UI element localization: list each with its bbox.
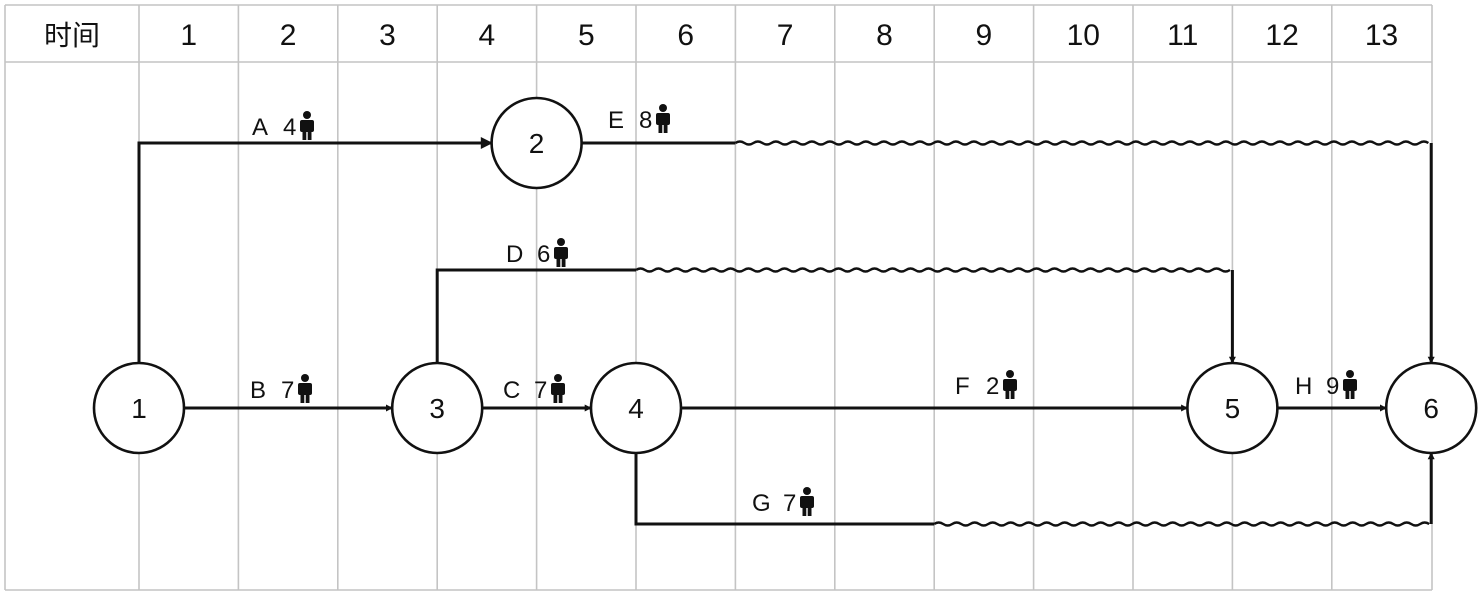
node-number: 6 bbox=[1423, 393, 1439, 424]
node-number: 3 bbox=[429, 393, 445, 424]
period-label: 11 bbox=[1167, 19, 1198, 52]
activity-line bbox=[435, 268, 636, 363]
activity-d bbox=[435, 267, 1236, 364]
period-label: 4 bbox=[479, 19, 496, 52]
event-node-1: 1 bbox=[92, 361, 186, 455]
person-icon bbox=[298, 374, 312, 403]
activity-name: H bbox=[1295, 373, 1312, 400]
person-icon bbox=[554, 238, 568, 267]
person-icon bbox=[300, 111, 314, 140]
node-circle bbox=[589, 361, 683, 455]
activity-e bbox=[581, 140, 1435, 364]
event-node-6: 6 bbox=[1384, 361, 1478, 455]
activity-workers: 7 bbox=[281, 377, 294, 404]
node-number: 1 bbox=[131, 393, 147, 424]
person-icon bbox=[551, 374, 565, 403]
activity-workers: 2 bbox=[986, 373, 999, 400]
activity-g bbox=[634, 452, 1435, 527]
node-circle bbox=[1384, 361, 1478, 455]
period-label: 5 bbox=[578, 19, 595, 52]
activity-line bbox=[137, 137, 493, 363]
person-icon bbox=[1003, 370, 1017, 399]
free-float-wave bbox=[734, 140, 1430, 146]
activity-workers: 6 bbox=[537, 241, 550, 268]
header-title: 时间 bbox=[44, 19, 100, 52]
activity-workers: 4 bbox=[283, 114, 296, 141]
node-number: 4 bbox=[628, 393, 644, 424]
node-circle bbox=[390, 361, 484, 455]
period-label: 9 bbox=[976, 19, 993, 52]
person-icon bbox=[656, 104, 670, 133]
activity-name: D bbox=[506, 241, 523, 268]
person-icon bbox=[1343, 370, 1357, 399]
activity-name: C bbox=[503, 377, 520, 404]
period-label: 12 bbox=[1265, 19, 1298, 52]
activity-arrows bbox=[137, 137, 1435, 527]
activity-line bbox=[634, 453, 935, 526]
period-label: 13 bbox=[1365, 19, 1398, 52]
period-label: 8 bbox=[876, 19, 893, 52]
period-label: 10 bbox=[1067, 19, 1100, 52]
activity-workers: 9 bbox=[1326, 373, 1339, 400]
node-circle bbox=[490, 96, 583, 190]
activity-workers: 7 bbox=[783, 490, 796, 517]
activity-name: G bbox=[752, 490, 771, 517]
period-label: 7 bbox=[777, 19, 794, 52]
period-label: 2 bbox=[280, 19, 297, 52]
activity-workers: 8 bbox=[639, 107, 652, 134]
event-nodes: 1 2 3 4 5 6 bbox=[92, 96, 1478, 455]
activity-name: A bbox=[252, 114, 268, 141]
node-number: 5 bbox=[1225, 393, 1241, 424]
activity-name: E bbox=[608, 107, 624, 134]
node-circle bbox=[92, 361, 186, 455]
activity-a bbox=[137, 137, 493, 363]
period-label: 6 bbox=[677, 19, 694, 52]
period-label: 1 bbox=[180, 19, 197, 52]
event-node-3: 3 bbox=[390, 361, 484, 455]
activity-name: F bbox=[955, 373, 970, 400]
person-icon bbox=[800, 487, 814, 516]
activity-name: B bbox=[250, 377, 266, 404]
free-float-wave bbox=[933, 521, 1430, 527]
node-number: 2 bbox=[529, 128, 545, 159]
event-node-4: 4 bbox=[589, 361, 683, 455]
activity-workers: 7 bbox=[534, 377, 547, 404]
free-float-wave bbox=[635, 267, 1231, 273]
node-circle bbox=[1186, 361, 1279, 455]
event-node-2: 2 bbox=[490, 96, 583, 190]
event-node-5: 5 bbox=[1186, 361, 1279, 455]
period-label: 3 bbox=[379, 19, 396, 52]
timeline-grid bbox=[4, 4, 1433, 591]
